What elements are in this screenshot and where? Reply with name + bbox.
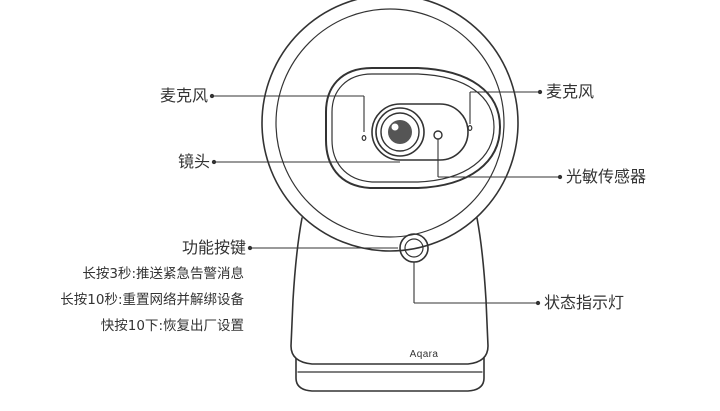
leader-light-sensor (437, 139, 563, 180)
note-2-sep: : (117, 292, 123, 308)
note-3-sep: : (158, 318, 163, 334)
leader-function-button (247, 245, 398, 251)
note-2-prefix: 长按10秒 (60, 292, 118, 308)
label-mic-right: 麦克风 (546, 82, 595, 101)
leader-status-light (413, 262, 541, 306)
leader-mic-left (209, 93, 365, 132)
label-light-sensor: 光敏传感器 (566, 167, 647, 186)
label-status-light: 状态指示灯 (544, 293, 625, 312)
camera-stand (290, 217, 489, 365)
mic-left-hole (361, 135, 367, 142)
lens-module (371, 103, 469, 161)
leader-lines (209, 89, 563, 306)
camera-base (295, 357, 485, 392)
note-3-action: 恢复出厂设置 (163, 318, 244, 334)
label-mic-left: 麦克风 (159, 86, 208, 105)
note-1-prefix: 长按3秒 (82, 266, 132, 282)
label-lens: 镜头 (177, 152, 210, 171)
leader-lens (211, 159, 400, 165)
aqara-logo: Aqara (410, 349, 439, 360)
note-1-action: 推送紧急告警消息 (136, 266, 244, 282)
button-note-1: 长按3秒:推送紧急告警消息 (0, 266, 244, 283)
button-note-3: 快按10下:恢复出厂设置 (0, 318, 244, 335)
label-function-button: 功能按键 (181, 238, 246, 257)
note-2-action: 重置网络并解绑设备 (122, 292, 245, 308)
note-3-prefix: 快按10下 (100, 318, 159, 334)
leader-mic-right (469, 89, 543, 124)
note-1-sep: : (131, 266, 136, 282)
mic-right-hole (467, 124, 473, 131)
button-note-2: 长按10秒:重置网络并解绑设备 (0, 292, 244, 309)
